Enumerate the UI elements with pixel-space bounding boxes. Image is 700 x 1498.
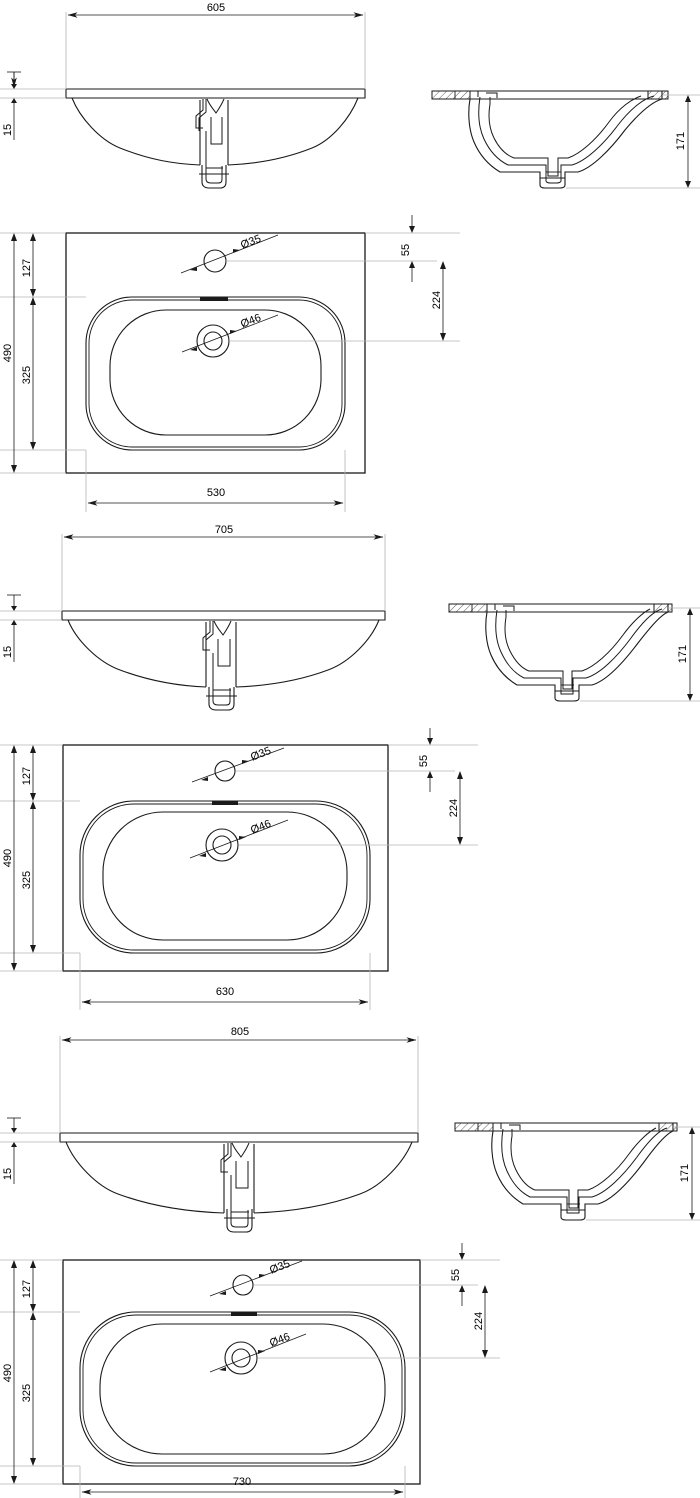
- drain-inner-705: [212, 835, 232, 855]
- variant-805: 805 15: [0, 1026, 700, 1498]
- dim-label-805-height: 171: [679, 1164, 691, 1182]
- dim-label-605-depth: 490: [2, 344, 14, 362]
- front-view-805: [59, 1132, 419, 1233]
- dim-bowl-height-605: 171: [566, 94, 700, 189]
- dim-label-805-depth: 490: [2, 1364, 14, 1382]
- dim-label-605-taphole-right: 55: [400, 244, 412, 256]
- dim-label-705-height: 171: [677, 645, 689, 663]
- drain-inner-605: [203, 331, 223, 351]
- dim-overall-width-705: 705: [61, 524, 386, 611]
- dim-bowl-height-705: 171: [580, 607, 700, 702]
- dim-label-705-depth: 490: [2, 849, 14, 867]
- dim-rim-thickness-705: 15: [0, 594, 62, 662]
- top-view-605: Ø35 Ø46 490 12: [0, 215, 460, 512]
- dim-label-705-rim: 15: [2, 646, 14, 658]
- dim-label-805-taphole-right: 55: [450, 1269, 462, 1281]
- drain-inner-805: [231, 1348, 251, 1368]
- dim-label-705-bowl-width: 630: [216, 986, 234, 998]
- variant-705: 705 15: [0, 524, 700, 1010]
- top-view-805: Ø35 Ø46 490 127: [0, 1243, 500, 1498]
- dim-label-605-taphole-rear: 127: [21, 259, 33, 277]
- dim-right-805: 55 224: [254, 1243, 500, 1359]
- dim-label-605-width: 605: [207, 2, 225, 14]
- dim-label-705-taphole-rear: 127: [21, 767, 33, 785]
- dim-label-805-width: 805: [231, 1026, 249, 1038]
- dim-label-605-bowl-width: 530: [207, 487, 225, 499]
- side-view-605: [431, 90, 669, 189]
- front-view-605: [65, 88, 366, 189]
- dim-rim-thickness-605: 15: [0, 71, 66, 140]
- dim-label-705-drain-right: 224: [448, 799, 460, 817]
- side-view-705: [448, 603, 673, 702]
- front-view-705: [61, 610, 386, 711]
- side-view-805: [454, 1122, 678, 1221]
- dim-rim-thickness-805: 15: [0, 1117, 60, 1184]
- dim-label-705-bowl-depth: 325: [21, 871, 33, 889]
- dim-bowl-width-805: 730: [79, 1466, 406, 1498]
- dim-overall-width-805: 805: [59, 1026, 419, 1133]
- dim-left-705: 490 127 325: [0, 744, 80, 972]
- dim-bowl-width-705: 630: [79, 953, 371, 1010]
- overflow-slot-605: [200, 297, 228, 301]
- dim-label-805-drain-right: 224: [473, 1312, 485, 1330]
- dim-right-705: 55 224: [236, 728, 478, 846]
- dim-label-605-height: 171: [675, 132, 687, 150]
- overflow-slot-805: [231, 1312, 257, 1316]
- dim-right-605: 55 224: [226, 215, 460, 342]
- dim-label-805-bowl-width: 730: [233, 1476, 251, 1488]
- dim-bowl-height-805: 171: [586, 1126, 700, 1221]
- dim-label-605-drain-right: 224: [431, 291, 443, 309]
- dim-label-805-rim: 15: [2, 1168, 14, 1180]
- drain-outer-705: [205, 828, 239, 862]
- dim-label-805-taphole-rear: 127: [21, 1280, 33, 1298]
- top-view-705: Ø35 Ø46 490 127: [0, 728, 478, 1010]
- overflow-slot-705: [212, 801, 238, 805]
- drain-outer-805: [224, 1341, 258, 1375]
- dim-label-605-bowl-depth: 325: [21, 366, 33, 384]
- dim-label-705-taphole-right: 55: [418, 755, 430, 767]
- dim-bowl-width-605: 530: [85, 450, 346, 512]
- dim-left-805: 490 127 325: [0, 1259, 80, 1485]
- variant-605: 605 15: [0, 2, 700, 512]
- dim-left-605: 490 127 325: [0, 232, 86, 474]
- dim-overall-width-605: 605: [65, 2, 366, 89]
- tap-hole-805: [232, 1274, 254, 1296]
- tap-hole-705: [214, 760, 236, 782]
- dim-label-805-bowl-depth: 325: [21, 1384, 33, 1402]
- dim-label-705-width: 705: [215, 524, 233, 536]
- dim-label-605-rim: 15: [2, 124, 14, 136]
